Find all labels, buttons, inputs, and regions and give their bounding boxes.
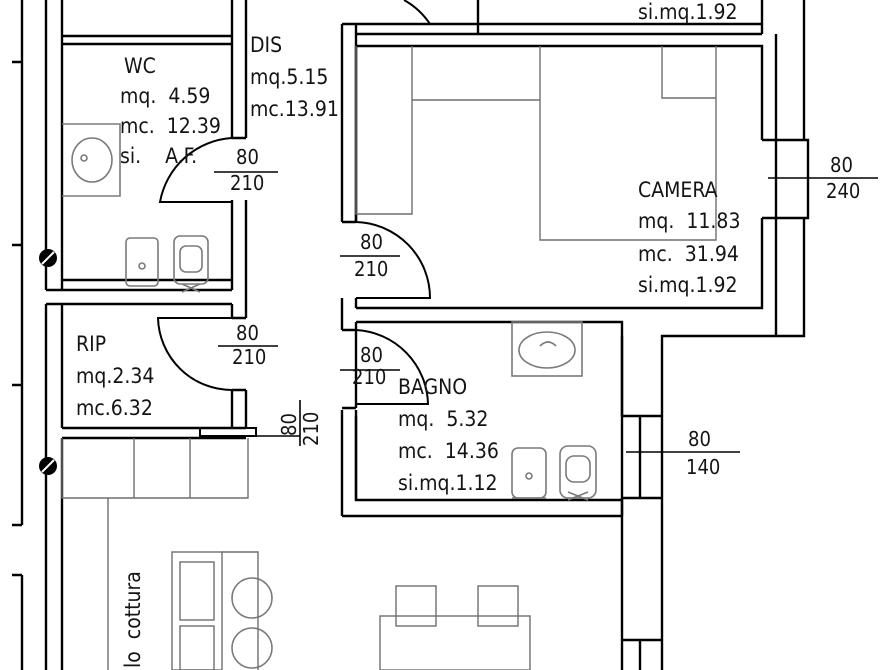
window-dim-camera: 80 240 [826,153,860,203]
door-width: 80 [360,230,383,254]
room-volume: mc. 14.36 [398,439,499,463]
room-label-dis: DIS mq.5.15 mc.13.91 [250,33,339,121]
bagno-toilet [511,447,547,499]
rip-walls [44,290,248,670]
room-area: mq. 5.32 [398,407,488,431]
wc-top-wall [62,34,232,46]
wc-toilet [125,237,159,287]
room-volume: mc.6.32 [76,396,153,420]
room-label-wc: WC mq. 4.59 mc. 12.39 si. A.F. [120,54,221,168]
kitchen-burner [231,627,273,669]
door-dim-rip: 80 210 [232,321,266,369]
door-width: 80 [236,145,259,169]
room-area: mq.2.34 [76,364,154,388]
window-height: 140 [686,455,720,479]
top-door-swing [356,0,432,25]
window-width: 80 [688,427,711,451]
room-label-bagno: BAGNO mq. 5.32 mc. 14.36 si.mq.1.12 [398,375,499,495]
room-label-camera: CAMERA mq. 11.83 mc. 31.94 si.mq.1.92 [638,178,740,297]
lower-right-bay [622,638,662,670]
doors [156,0,432,437]
room-name: CAMERA [638,178,718,202]
room-name: WC [124,54,156,78]
left-exterior-wall [12,0,24,670]
wc-shower-tray [62,123,121,197]
room-area: mq.5.15 [250,65,328,89]
riser-markers [39,249,57,475]
kitchen-counter-edge [222,551,259,670]
bagno-bidet [559,445,597,501]
dining-table [379,585,531,670]
dimension-lines [214,171,878,453]
room-volume: mc. 12.39 [120,114,221,138]
room-name: BAGNO [398,375,467,399]
door-width: 80 [360,343,383,367]
top-room-window: si.mq.1.92 [638,0,738,24]
camera-walls [354,34,810,336]
room-window: si.mq.1.92 [638,273,738,297]
camera-door-swing [355,221,432,299]
door-dim-camera: 80 210 [354,230,388,281]
kitchen-burner [231,577,273,619]
drain-icon [39,457,57,475]
drain-icon [39,249,57,267]
walls [12,0,810,670]
bagno-door-swing [355,329,430,405]
door-height: 210 [299,412,323,446]
camera-bed [355,46,717,241]
left-wall-ticks [12,60,22,387]
kitchen-counter [61,438,249,499]
door-height: 210 [354,257,388,281]
door-width: 80 [236,321,259,345]
room-window: si. A.F. [120,144,197,168]
door-width: 80 [277,413,301,436]
room-volume: mc. 31.94 [638,242,739,266]
window-width: 80 [830,153,853,177]
door-height: 210 [232,345,266,369]
room-area: mq. 4.59 [120,84,210,108]
door-height: 210 [352,365,386,389]
rip-door-swing [156,317,233,391]
wc-door-swing [158,137,233,203]
room-name: DIS [250,33,282,57]
door-dim-dis-vertical: 80 210 [277,412,323,446]
room-label-rip: RIP mq.2.34 mc.6.32 [76,332,154,420]
kitchen-label: lo cottura [121,571,145,668]
door-dim-bagno: 80 210 [352,343,386,389]
fixtures [62,123,597,501]
room-volume: mc.13.91 [250,97,339,121]
dis-sliding-door [199,427,257,437]
bagno-walls [342,320,662,516]
door-dim-wc: 80 210 [230,145,264,195]
door-height: 210 [230,171,264,195]
room-window: si.mq.1.12 [398,471,498,495]
room-area: mq. 11.83 [638,209,740,233]
kitchen-hob-plate [179,561,215,621]
kitchen-furniture [107,498,531,670]
room-name: RIP [76,332,106,356]
window-dim-bagno: 80 140 [686,427,720,479]
wc-walls [44,0,248,292]
wc-bidet [173,235,209,293]
bagno-sink [511,321,583,377]
window-height: 240 [826,179,860,203]
kitchen-cooktop [171,551,223,670]
kitchen-sink [179,625,215,670]
